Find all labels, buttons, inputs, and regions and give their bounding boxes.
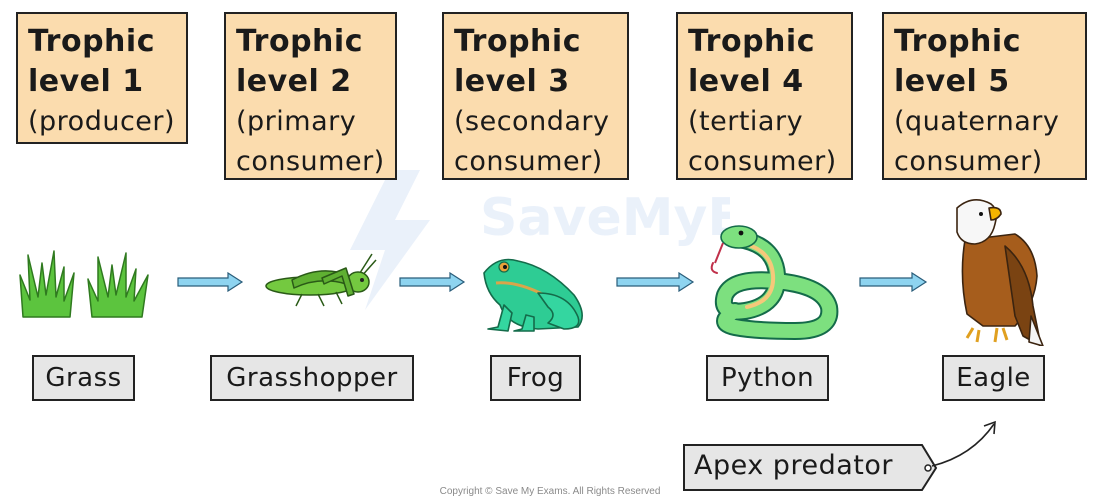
trophic-level-5-box: Trophic level 5 (quaternary consumer) bbox=[882, 12, 1087, 180]
organism-label-grasshopper: Grasshopper bbox=[210, 355, 414, 401]
trophic-level-role: (tertiary consumer) bbox=[688, 106, 837, 177]
trophic-level-1-box: Trophic level 1 (producer) bbox=[16, 12, 188, 144]
copyright-text: Copyright © Save My Exams. All Rights Re… bbox=[439, 486, 661, 497]
python-icon bbox=[710, 225, 839, 340]
trophic-level-title: Trophic level 3 bbox=[454, 24, 581, 99]
trophic-level-role: (secondary consumer) bbox=[454, 106, 610, 177]
trophic-level-role: (primary consumer) bbox=[236, 106, 385, 177]
arrow-python-to-eagle bbox=[859, 272, 928, 292]
trophic-level-3-box: Trophic level 3 (secondary consumer) bbox=[442, 12, 629, 180]
trophic-level-title: Trophic level 1 bbox=[28, 24, 155, 99]
arrow-grass-to-grasshopper bbox=[177, 272, 244, 292]
arrow-grasshopper-to-frog bbox=[399, 272, 466, 292]
eagle-icon bbox=[956, 199, 1044, 346]
trophic-level-title: Trophic level 4 bbox=[688, 24, 815, 99]
arrow-frog-to-python bbox=[616, 272, 695, 292]
apex-predator-tag bbox=[683, 420, 996, 491]
trophic-level-title: Trophic level 2 bbox=[236, 24, 363, 99]
organism-label-eagle: Eagle bbox=[942, 355, 1045, 401]
lightning-icon bbox=[350, 170, 430, 310]
organism-label-python: Python bbox=[706, 355, 829, 401]
trophic-level-role: (quaternary consumer) bbox=[894, 106, 1060, 177]
apex-predator-label: Apex predator bbox=[694, 450, 893, 481]
trophic-level-title: Trophic level 5 bbox=[894, 24, 1021, 99]
apex-pointer-arrow bbox=[931, 423, 995, 467]
trophic-level-2-box: Trophic level 2 (primary consumer) bbox=[224, 12, 397, 180]
grasshopper-icon bbox=[265, 253, 377, 307]
trophic-level-4-box: Trophic level 4 (tertiary consumer) bbox=[676, 12, 853, 180]
organism-label-frog: Frog bbox=[490, 355, 581, 401]
organism-label-grass: Grass bbox=[32, 355, 135, 401]
grass-icon bbox=[19, 250, 149, 318]
trophic-level-role: (producer) bbox=[28, 106, 176, 137]
frog-icon bbox=[483, 258, 583, 332]
